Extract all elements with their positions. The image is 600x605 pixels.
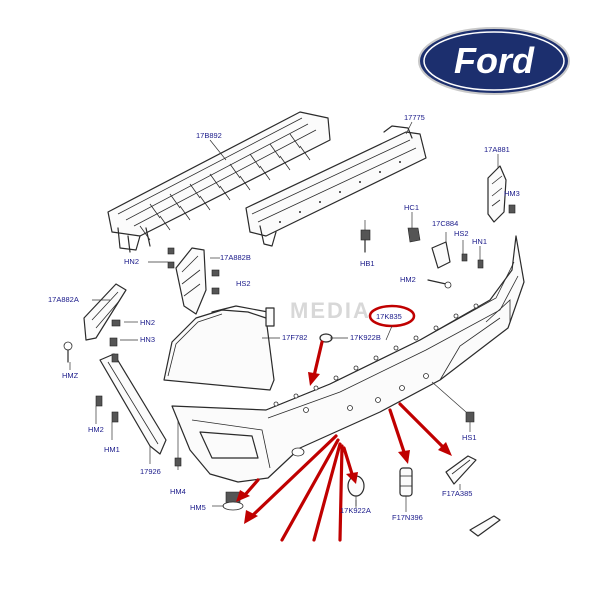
bracket-17a881 [487, 165, 507, 223]
label-17775: 17775 [404, 113, 425, 122]
label-17a882b: 17A882B [220, 253, 251, 262]
fasteners-hn2-hn3 [109, 319, 121, 347]
leader-lines [69, 121, 499, 512]
label-hn3: HN3 [140, 335, 155, 344]
bracket-17a882b [175, 247, 207, 315]
label-17k922a: 17K922A [340, 506, 371, 515]
label-17k922b: 17K922B [350, 333, 381, 342]
part-labels: 17B892 17775 17A881 HM3 HC1 17C884 HS2 H… [48, 113, 520, 522]
fasteners-hm2-hm1 [95, 395, 119, 423]
fastener-hm5 [222, 491, 244, 511]
label-hm2-left: HM2 [88, 425, 104, 434]
watermark-text: MEDIA [290, 298, 371, 323]
label-17a881: 17A881 [484, 145, 510, 154]
label-hb1: HB1 [360, 259, 375, 268]
label-hm3: HM3 [504, 189, 520, 198]
fastener-hs1 [431, 381, 475, 432]
bumper-cover-17k835 [171, 235, 525, 483]
label-17926: 17926 [140, 467, 161, 476]
bumper-holes [273, 303, 479, 457]
part-f17n396 [399, 467, 413, 497]
label-hm5: HM5 [190, 503, 206, 512]
ford-logo: Ford [418, 27, 570, 95]
label-f17n396: F17N396 [392, 513, 423, 522]
label-17b892: 17B892 [196, 131, 222, 140]
bracket-f17a385 [445, 455, 477, 485]
label-hn2-mid: HN2 [140, 318, 155, 327]
ford-logo-text: Ford [454, 40, 535, 81]
label-hmz: HMZ [62, 371, 79, 380]
label-hm4: HM4 [170, 487, 186, 496]
label-hm2-right: HM2 [400, 275, 416, 284]
label-hs2-top: HS2 [454, 229, 469, 238]
bracket-17c884 [431, 232, 484, 269]
pin-hm2-right [427, 279, 452, 289]
label-hm1: HM1 [104, 445, 120, 454]
label-hs2-mid: HS2 [236, 279, 251, 288]
label-17a882a: 17A882A [48, 295, 79, 304]
fasteners-hs2-mid [167, 247, 220, 295]
red-arrows [236, 340, 452, 542]
label-17f782: 17F782 [282, 333, 307, 342]
label-hs1: HS1 [462, 433, 477, 442]
partial-lower-part [469, 515, 501, 537]
label-hn1: HN1 [472, 237, 487, 246]
label-hc1: HC1 [404, 203, 419, 212]
beam-17775 [245, 125, 427, 247]
label-17c884: 17C884 [432, 219, 458, 228]
bracket-17a882a [63, 283, 127, 363]
fastener-hm3 [508, 204, 516, 214]
clip-hc1 [407, 212, 421, 243]
bolt-hb1 [360, 220, 371, 253]
absorber-17b892 [107, 111, 331, 253]
fastener-hm4 [174, 420, 182, 470]
absorber-17f782 [163, 305, 275, 391]
label-hn2-left: HN2 [124, 257, 139, 266]
label-17k835: 17K835 [376, 312, 402, 321]
label-f17a385: F17A385 [442, 489, 472, 498]
bar-17926 [99, 353, 167, 455]
